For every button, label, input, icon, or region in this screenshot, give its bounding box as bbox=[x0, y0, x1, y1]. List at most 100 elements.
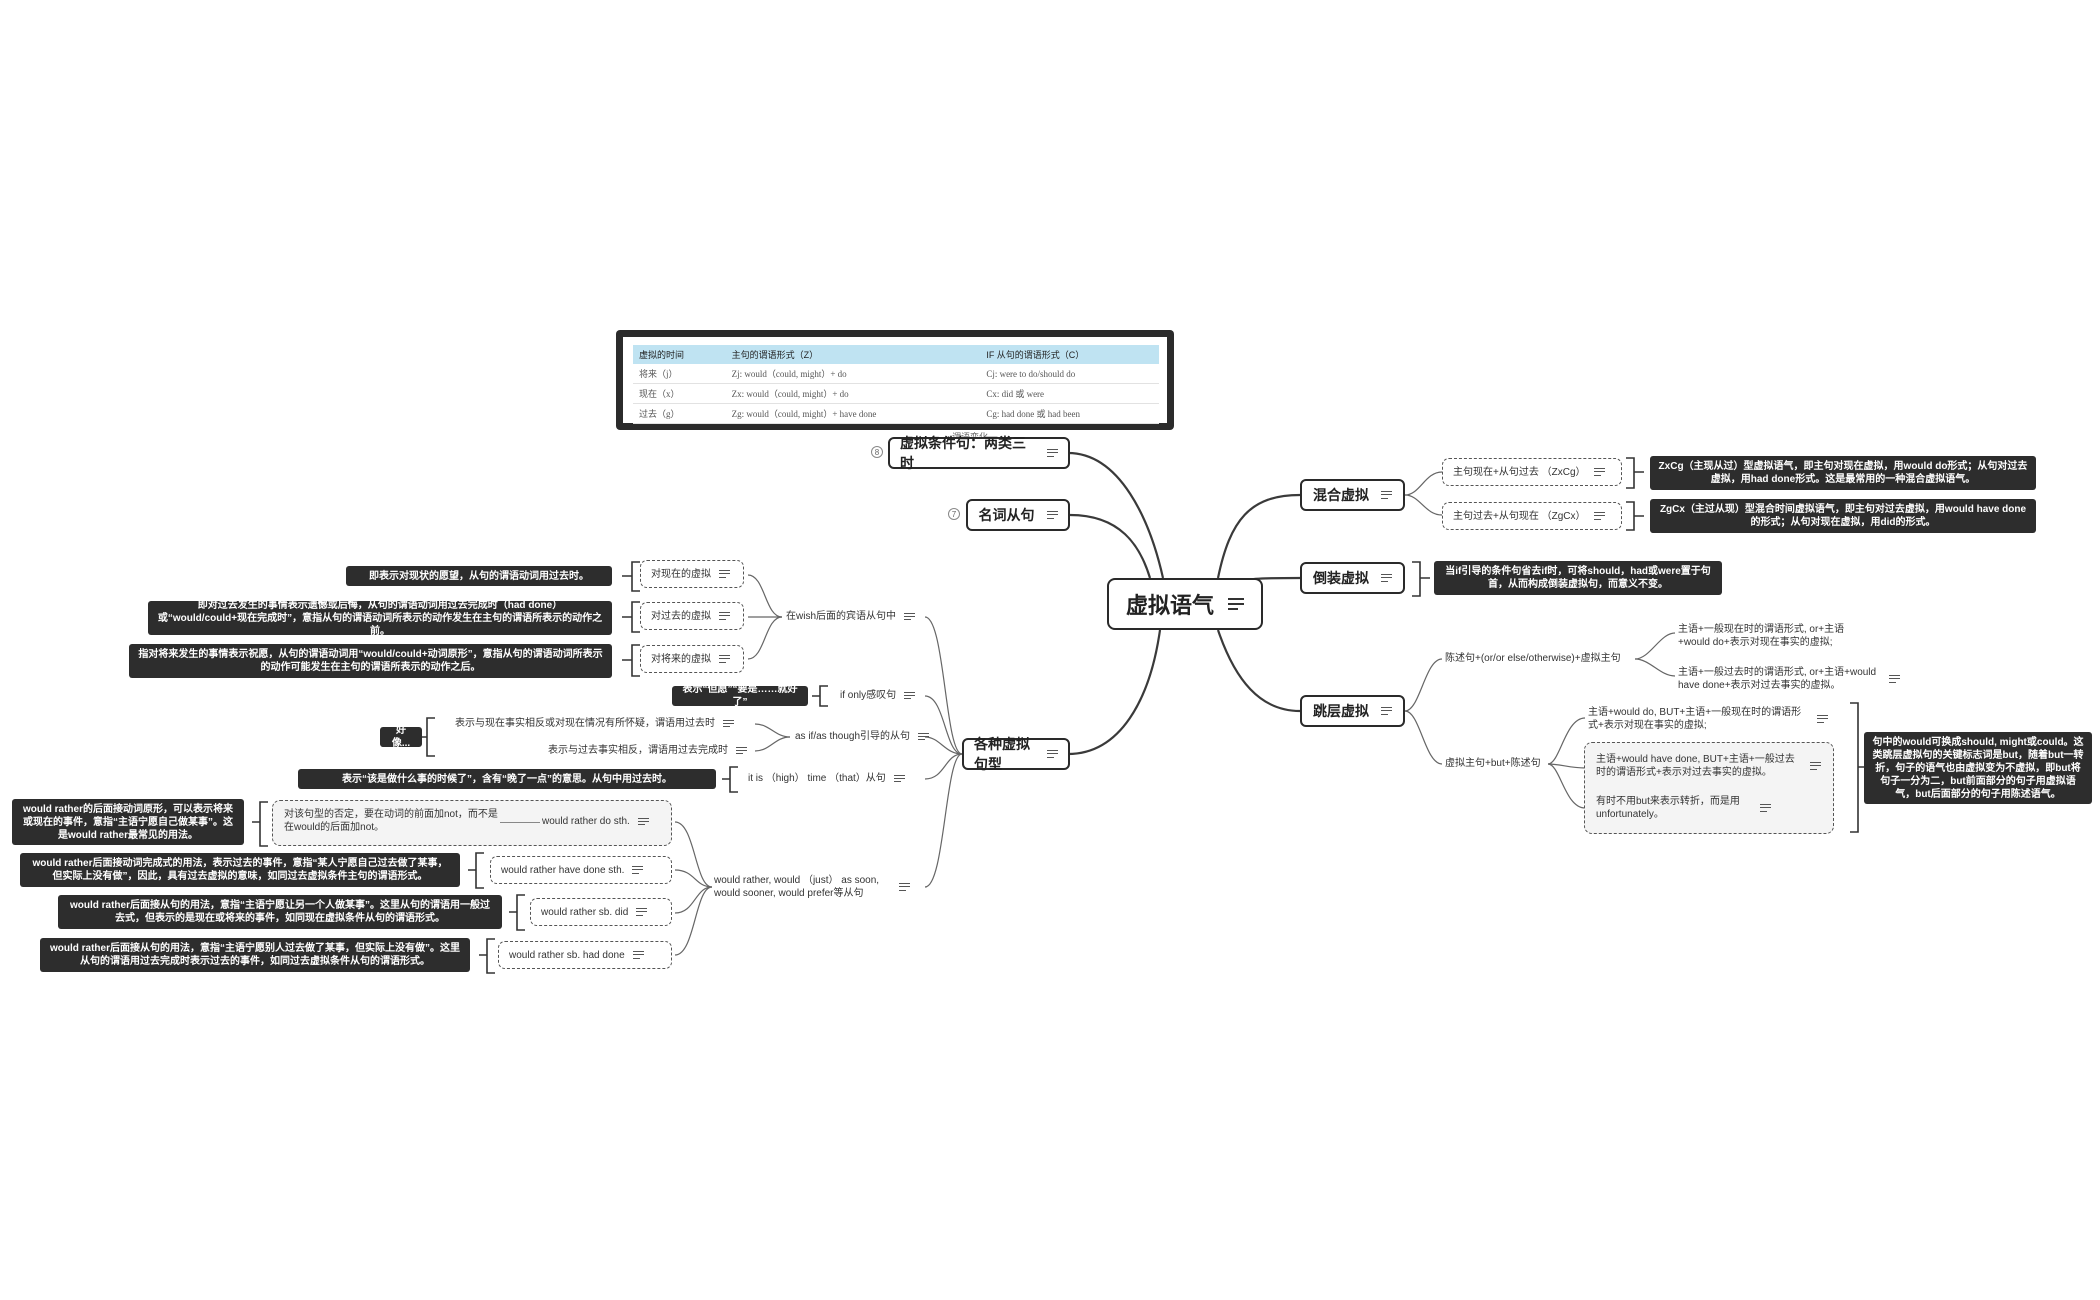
topic-inverted[interactable]: 倒装虚拟 bbox=[1300, 562, 1405, 594]
note-wish-future: 指对将来发生的事情表示祝愿，从句的谓语动词用“would/could+动词原形”… bbox=[129, 644, 612, 678]
topic-implied[interactable]: 跳层虚拟 bbox=[1300, 695, 1405, 727]
notes-icon[interactable] bbox=[904, 612, 916, 621]
subtopic-label: would rather have done sth. bbox=[501, 864, 625, 876]
collapsed-count-badge[interactable]: 7 bbox=[948, 508, 960, 520]
topic-conditional[interactable]: 虚拟条件句：两类三时 bbox=[888, 435, 1070, 471]
subtopic-label: would rather sb. did bbox=[541, 906, 629, 918]
notes-icon[interactable] bbox=[736, 746, 747, 755]
collapsed-count-badge[interactable]: 8 bbox=[871, 446, 883, 458]
notes-icon[interactable] bbox=[899, 883, 910, 891]
bracket-inverted bbox=[1412, 561, 1430, 597]
subtopic-label: 主句过去+从句现在 （ZgCx） bbox=[1453, 510, 1586, 522]
subtopic-but-past[interactable]: 主语+would have done, BUT+主语+一般过去时的谓语形式+表示… bbox=[1596, 753, 1821, 779]
note-would-rather-have-done: would rather后面接动词完成式的用法，表示过去的事件，意指“某人宁愿自… bbox=[20, 853, 460, 887]
table-row: 将来（j） Zj: would（could, might）+ do Cj: we… bbox=[633, 364, 1159, 384]
notes-icon[interactable] bbox=[632, 951, 644, 959]
topic-label: 倒装虚拟 bbox=[1313, 570, 1369, 586]
topic-label: 各种虚拟句型 bbox=[974, 736, 1030, 772]
topic-noun-clause[interactable]: 名词从句 bbox=[966, 499, 1070, 531]
subtopic-would-rather-negation[interactable]: 对该句型的否定，要在动词的前面加not，而不是在would的后面加not。 bbox=[284, 808, 506, 834]
notes-icon[interactable] bbox=[1381, 574, 1392, 582]
notes-icon[interactable] bbox=[719, 655, 730, 663]
notes-icon[interactable] bbox=[636, 908, 648, 916]
subtopic-statement-or[interactable]: 陈述句+(or/or else/otherwise)+虚拟主句 bbox=[1445, 652, 1621, 665]
table-cell: 将来（j） bbox=[633, 364, 726, 384]
topic-mixed[interactable]: 混合虚拟 bbox=[1300, 479, 1405, 511]
subtopic-zxcg[interactable]: 主句现在+从句过去 （ZxCg） bbox=[1442, 458, 1622, 486]
topic-various-patterns[interactable]: 各种虚拟句型 bbox=[962, 736, 1070, 772]
notes-icon[interactable] bbox=[1046, 511, 1058, 519]
notes-icon[interactable] bbox=[1593, 512, 1605, 520]
subtopic-label: 对将来的虚拟 bbox=[651, 653, 711, 665]
subtopic-would-rather[interactable]: would rather, would （just） as soon, woul… bbox=[714, 874, 910, 900]
notes-icon[interactable] bbox=[1889, 675, 1900, 683]
notes-icon[interactable] bbox=[1810, 762, 1821, 770]
subtopic-label: would rather sb. had done bbox=[509, 949, 625, 961]
notes-icon[interactable] bbox=[1381, 491, 1392, 499]
subtopic-statement-or-past[interactable]: 主语+一般过去时的谓语形式, or+主语+would have done+表示对… bbox=[1678, 666, 1900, 692]
notes-icon[interactable] bbox=[637, 817, 649, 826]
notes-icon[interactable] bbox=[893, 774, 905, 783]
notes-icon[interactable] bbox=[632, 866, 644, 874]
subtopic-wish-present[interactable]: 对现在的虚拟 bbox=[640, 560, 744, 588]
subtopic-would-rather-do[interactable]: would rather do sth. bbox=[542, 815, 649, 828]
subtopic-label: if only感叹句 bbox=[840, 690, 897, 701]
subtopic-label: 陈述句+(or/or else/otherwise)+虚拟主句 bbox=[1445, 653, 1621, 664]
subtopic-label: 表示与现在事实相反或对现在情况有所怀疑，谓语用过去时 bbox=[455, 718, 715, 729]
subtopic-but-present[interactable]: 主语+would do, BUT+主语+一般现在时的谓语形式+表示对现在事实的虚… bbox=[1588, 706, 1828, 732]
table-row: 过去（g） Zg: would（could, might）+ have done… bbox=[633, 403, 1159, 424]
subtopic-label: would rather, would （just） as soon, woul… bbox=[714, 875, 880, 899]
conditional-tense-table-image: 虚拟的时间 主句的谓语形式（Z） IF 从句的谓语形式（C） 将来（j） Zj:… bbox=[616, 330, 1174, 430]
root-topic-label: 虚拟语气 bbox=[1125, 593, 1214, 618]
subtopic-as-if-present[interactable]: 表示与现在事实相反或对现在情况有所怀疑，谓语用过去时 bbox=[455, 717, 734, 730]
bracket-if-only bbox=[812, 685, 828, 707]
connector-negation bbox=[500, 822, 540, 823]
note-would-rather-do: would rather的后面接动词原形，可以表示将来或现在的事件，意指“主语宁… bbox=[12, 799, 244, 845]
subtopic-zgcx[interactable]: 主句过去+从句现在 （ZgCx） bbox=[1442, 502, 1622, 530]
subtopic-label: 对该句型的否定，要在动词的前面加not，而不是在would的后面加not。 bbox=[284, 809, 498, 833]
notes-icon[interactable] bbox=[1760, 804, 1771, 812]
notes-icon[interactable] bbox=[1817, 715, 1828, 723]
subtopic-would-rather-sb-had-done[interactable]: would rather sb. had done bbox=[498, 941, 672, 969]
table-row: 现在（x） Zx: would（could, might）+ do Cx: di… bbox=[633, 383, 1159, 404]
bracket-rather-1 bbox=[252, 801, 268, 847]
subtopic-as-if-past[interactable]: 表示与过去事实相反，谓语用过去完成时 bbox=[548, 744, 747, 757]
bracket-rather-3 bbox=[509, 894, 525, 931]
notes-icon[interactable] bbox=[1381, 707, 1392, 715]
subtopic-as-if[interactable]: as if/as though引导的从句 bbox=[795, 730, 930, 743]
subtopic-it-is-time[interactable]: it is （high） time （that）从句 bbox=[748, 772, 905, 785]
note-would-rather-sb-had-done: would rather后面接从句的用法，意指“主语宁愿别人过去做了某事，但实际… bbox=[40, 938, 470, 972]
link-root-mixed bbox=[1216, 493, 1301, 579]
table-cell: Cj: were to do/should do bbox=[980, 364, 1159, 384]
notes-icon[interactable] bbox=[1047, 449, 1058, 457]
notes-icon[interactable] bbox=[918, 732, 930, 741]
table-header: IF 从句的谓语形式（C） bbox=[980, 345, 1159, 364]
notes-icon[interactable] bbox=[1593, 468, 1605, 476]
table-cell: 过去（g） bbox=[633, 403, 726, 424]
subtopic-label: 主句现在+从句过去 （ZxCg） bbox=[1453, 466, 1586, 478]
subtopic-but[interactable]: 虚拟主句+but+陈述句 bbox=[1445, 757, 1541, 770]
root-topic[interactable]: 虚拟语气 bbox=[1107, 578, 1263, 630]
subtopic-but-unfortunately[interactable]: 有时不用but来表示转折，而是用unfortunately。 bbox=[1596, 795, 1771, 821]
notes-icon[interactable] bbox=[1228, 598, 1244, 610]
subtopic-wish-future[interactable]: 对将来的虚拟 bbox=[640, 645, 744, 673]
table-cell: Cx: did 或 were bbox=[980, 383, 1159, 404]
subtopic-wish[interactable]: 在wish后面的宾语从句中 bbox=[786, 610, 916, 623]
would-rather-group bbox=[272, 800, 672, 846]
bracket-rather-2 bbox=[468, 852, 484, 889]
bracket-it-is bbox=[722, 766, 738, 793]
subtopic-wish-past[interactable]: 对过去的虚拟 bbox=[640, 602, 744, 630]
notes-icon[interactable] bbox=[723, 719, 734, 728]
bracket-wish-past bbox=[622, 601, 640, 633]
subtopic-statement-or-present[interactable]: 主语+一般现在时的谓语形式, or+主语+would do+表示对现在事实的虚拟… bbox=[1678, 623, 1858, 649]
notes-icon[interactable] bbox=[719, 612, 730, 620]
subtopic-would-rather-sb-did[interactable]: would rather sb. did bbox=[530, 898, 672, 926]
notes-icon[interactable] bbox=[719, 570, 730, 578]
subtopic-would-rather-have-done[interactable]: would rather have done sth. bbox=[490, 856, 672, 884]
subtopic-label: 主语+一般过去时的谓语形式, or+主语+would have done+表示对… bbox=[1678, 667, 1877, 691]
notes-icon[interactable] bbox=[904, 691, 916, 700]
note-as-if: 好像... bbox=[380, 725, 422, 749]
subtopic-if-only[interactable]: if only感叹句 bbox=[840, 689, 916, 702]
notes-icon[interactable] bbox=[1047, 750, 1058, 758]
but-group bbox=[1584, 742, 1834, 834]
